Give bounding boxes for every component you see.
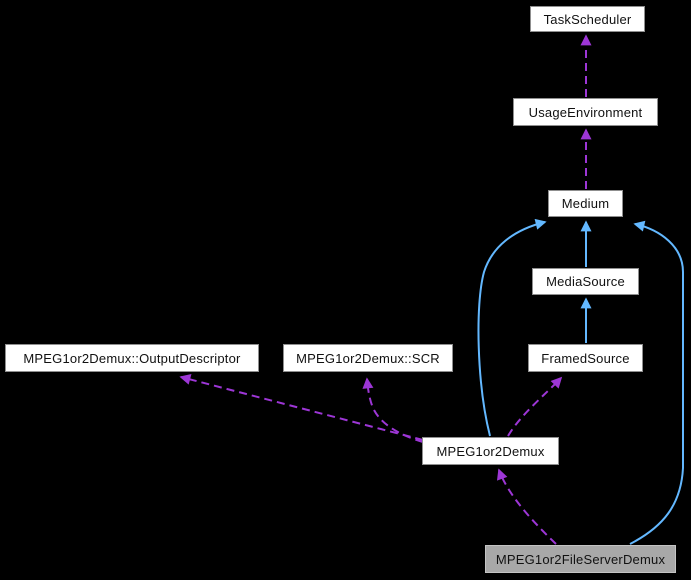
node-mpeg1or2fileserverdemux: MPEG1or2FileServerDemux — [485, 545, 676, 573]
edge-usage-fileserverdemux-to-demux — [496, 468, 557, 545]
node-mediasource[interactable]: MediaSource — [532, 268, 639, 295]
edge-usage-demux-to-framedsource — [507, 376, 563, 437]
node-mpeg1or2demux[interactable]: MPEG1or2Demux — [422, 437, 559, 465]
node-medium[interactable]: Medium — [548, 190, 623, 217]
node-framedsource[interactable]: FramedSource — [528, 344, 643, 372]
node-usageenvironment[interactable]: UsageEnvironment — [513, 98, 658, 126]
node-scr[interactable]: MPEG1or2Demux::SCR — [283, 344, 453, 372]
edge-usage-demux-to-scr — [362, 377, 424, 443]
edge-usage-demux-to-outputdescriptor — [179, 374, 424, 441]
edge-inherit-fileserverdemux-to-medium — [629, 220, 684, 545]
node-taskscheduler[interactable]: TaskScheduler — [530, 6, 645, 32]
edge-inherit-demux-to-medium — [477, 218, 547, 437]
node-outputdescriptor[interactable]: MPEG1or2Demux::OutputDescriptor — [5, 344, 259, 372]
